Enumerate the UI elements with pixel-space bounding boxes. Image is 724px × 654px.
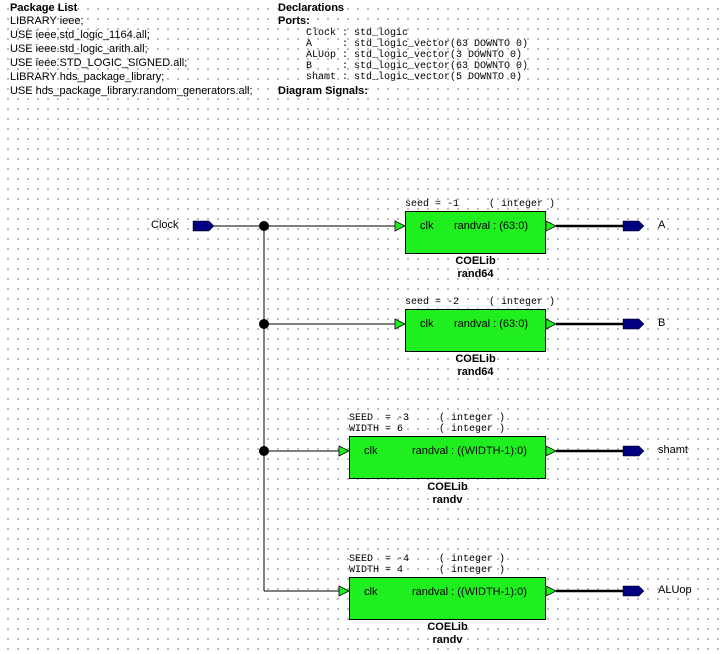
- block-name: rand64: [457, 268, 494, 280]
- package-line: LIBRARY ieee;: [10, 15, 84, 27]
- clk-pin-label: clk: [364, 445, 378, 457]
- block-library: COELib: [455, 255, 496, 267]
- generic-width: WIDTH = 4 ( integer ): [349, 565, 506, 576]
- randval-pin-label: randval : (63:0): [454, 220, 528, 232]
- randv-block[interactable]: clk randval : ((WIDTH-1):0): [349, 577, 546, 620]
- rand64-block[interactable]: clk randval : (63:0): [405, 309, 546, 352]
- clk-input-arrow: [338, 445, 350, 457]
- package-line: USE hds_package_library.random_generator…: [10, 85, 253, 97]
- declarations-title: Declarations: [278, 2, 345, 14]
- clock-port-label: Clock: [151, 219, 179, 231]
- port-declaration: A : std_logic_vector(63 DOWNTO 0): [306, 39, 529, 50]
- diagram-signals-label: Diagram Signals:: [278, 85, 368, 97]
- package-line: USE ieee.std_logic_arith.all;: [10, 43, 148, 55]
- randval-output-arrow: [545, 445, 557, 457]
- block-library: COELib: [427, 481, 468, 493]
- clk-input-arrow: [394, 318, 406, 330]
- randv-block[interactable]: clk randval : ((WIDTH-1):0): [349, 436, 546, 479]
- port-declaration: B : std_logic_vector(63 DOWNTO 0): [306, 61, 529, 72]
- package-list-title: Package List: [10, 2, 78, 14]
- port-label-aluop: ALUop: [658, 584, 692, 596]
- clk-input-arrow: [394, 220, 406, 232]
- package-line: USE ieee.std_logic_1164.all;: [10, 29, 150, 41]
- block-name: rand64: [457, 366, 494, 378]
- output-port-aluop[interactable]: [622, 585, 645, 597]
- randval-output-arrow: [545, 220, 557, 232]
- clk-pin-label: clk: [364, 586, 378, 598]
- package-line: USE ieee.STD_LOGIC_SIGNED.all;: [10, 57, 188, 69]
- generic-width: WIDTH = 6 ( integer ): [349, 424, 506, 435]
- port-declaration: ALUop : std_logic_vector(3 DOWNTO 0): [306, 50, 523, 61]
- block-library: COELib: [455, 353, 496, 365]
- randval-pin-label: randval : ((WIDTH-1):0): [412, 586, 527, 598]
- output-port-B[interactable]: [622, 318, 645, 330]
- output-port-A[interactable]: [622, 220, 645, 232]
- junction-dot: [259, 221, 269, 231]
- block-library: COELib: [427, 621, 468, 633]
- rand64-block[interactable]: clk randval : (63:0): [405, 211, 546, 254]
- clk-pin-label: clk: [420, 220, 434, 232]
- clk-pin-label: clk: [420, 318, 434, 330]
- output-port-shamt[interactable]: [622, 445, 645, 457]
- port-declaration: Clock : std_logic: [306, 28, 409, 39]
- port-label-B: B: [658, 317, 666, 329]
- randval-pin-label: randval : ((WIDTH-1):0): [412, 445, 527, 457]
- clk-input-arrow: [338, 585, 350, 597]
- block-name: randv: [432, 634, 463, 646]
- randval-output-arrow: [545, 585, 557, 597]
- clock-input-port[interactable]: [192, 220, 215, 232]
- randval-output-arrow: [545, 318, 557, 330]
- generic-seed: seed = -1 ( integer ): [405, 199, 556, 210]
- package-line: LIBRARY hds_package_library;: [10, 71, 165, 83]
- junction-dot: [259, 319, 269, 329]
- ports-label: Ports:: [278, 15, 310, 27]
- port-label-A: A: [658, 219, 666, 231]
- randval-pin-label: randval : (63:0): [454, 318, 528, 330]
- port-declaration: shamt : std_logic_vector(5 DOWNTO 0): [306, 72, 523, 83]
- generic-seed: seed = -2 ( integer ): [405, 297, 556, 308]
- generic-seed: SEED = -3 ( integer ): [349, 413, 506, 424]
- junction-dot: [259, 446, 269, 456]
- port-label-shamt: shamt: [658, 444, 688, 456]
- generic-seed: SEED = -4 ( integer ): [349, 554, 506, 565]
- block-name: randv: [432, 494, 463, 506]
